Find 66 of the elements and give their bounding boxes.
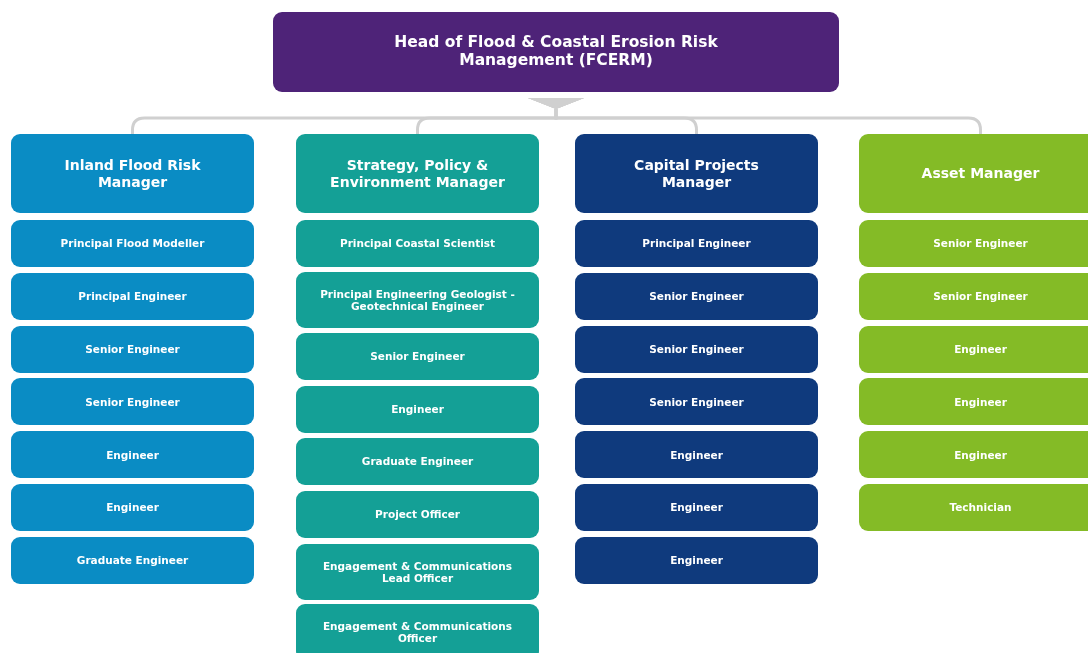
role-title: Senior Engineer — [649, 395, 744, 408]
role-box — [296, 220, 539, 267]
manager-title: Capital Projects Manager — [633, 157, 760, 190]
role-title: Engineer — [670, 554, 723, 567]
role-box — [296, 272, 539, 328]
role-box — [575, 220, 818, 267]
role-title: Engineer — [954, 343, 1007, 356]
role-title: Engineer — [670, 501, 723, 514]
role-title: Engineer — [106, 501, 159, 514]
role-title: Engineer — [106, 448, 159, 461]
role-box — [575, 272, 818, 320]
role-box — [859, 325, 1088, 373]
role-title: Technician — [949, 501, 1012, 514]
role-title: Senior Engineer — [649, 290, 744, 303]
role-box — [859, 220, 1088, 267]
role-title: Senior Engineer — [370, 350, 465, 363]
role-box — [11, 272, 254, 320]
role-title: Graduate Engineer — [361, 455, 474, 468]
role-title: Senior Engineer — [933, 290, 1028, 303]
role-box — [11, 378, 254, 426]
role-box — [11, 431, 254, 479]
role-title: Engagement & Communications Lead Officer — [321, 559, 514, 585]
role-box — [296, 386, 539, 433]
role-box — [296, 604, 539, 653]
role-title: Engagement & Communications Officer — [321, 619, 514, 645]
role-box — [11, 220, 254, 267]
role-title: Senior Engineer — [85, 343, 180, 356]
role-box — [859, 484, 1088, 531]
role-box — [575, 431, 818, 479]
role-title: Principal Coastal Scientist — [339, 237, 496, 250]
director-box — [273, 12, 839, 92]
role-title: Engineer — [391, 403, 444, 416]
manager-title: Strategy, Policy & Environment Manager — [329, 157, 506, 190]
director-title: Head of Flood & Coastal Erosion Risk Management (FCERM) — [393, 34, 719, 70]
role-title: Senior Engineer — [933, 237, 1028, 250]
role-box — [296, 491, 539, 538]
role-title: Engineer — [670, 448, 723, 461]
role-box — [859, 378, 1088, 426]
role-title: Graduate Engineer — [76, 554, 189, 567]
role-title: Senior Engineer — [85, 395, 180, 408]
role-title: Principal Engineer — [78, 290, 187, 303]
manager-box — [859, 134, 1088, 213]
role-title: Engineer — [954, 448, 1007, 461]
role-title: Senior Engineer — [649, 343, 744, 356]
manager-title: Asset Manager — [921, 165, 1040, 182]
manager-box — [575, 134, 818, 213]
role-box — [575, 536, 818, 584]
role-box — [296, 438, 539, 485]
manager-title: Inland Flood Risk Manager — [63, 157, 202, 190]
role-title: Project Officer — [375, 508, 460, 521]
role-box — [11, 484, 254, 531]
role-title: Engineer — [954, 395, 1007, 408]
manager-box — [11, 134, 254, 213]
role-box — [575, 325, 818, 373]
role-title: Principal Flood Modeller — [60, 237, 205, 250]
role-box — [575, 378, 818, 426]
role-box — [11, 536, 254, 584]
role-box — [11, 325, 254, 373]
role-box — [859, 272, 1088, 320]
role-box — [575, 484, 818, 531]
role-title: Principal Engineering Geologist - Geotechnical Engineer — [319, 287, 516, 313]
role-box — [296, 333, 539, 380]
role-box — [859, 431, 1088, 479]
manager-box — [296, 134, 539, 213]
role-box — [296, 544, 539, 600]
role-title: Principal Engineer — [642, 237, 751, 250]
